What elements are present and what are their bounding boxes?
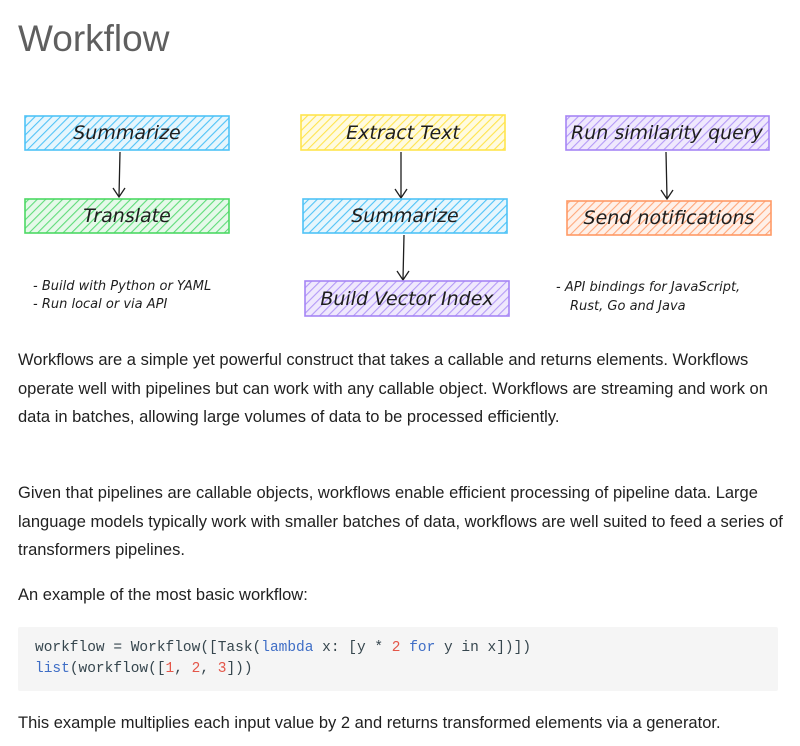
arrow [394,152,408,200]
box-label: Extract Text [346,122,461,144]
box-summarize-1 [24,115,230,151]
box-send-notifications [566,200,772,236]
box-label: Send notifications [584,207,755,229]
box-label: Summarize [351,205,459,227]
box-label: Run similarity query [571,122,764,144]
paragraph-intro: Workflows are a simple yet powerful cons… [18,351,768,426]
note-line: Rust, Go and Java [570,299,686,314]
box-label: Translate [83,205,171,227]
box-summarize-2 [302,198,508,234]
note-line: - API bindings for JavaScript, [556,280,740,295]
workflow-diagram: Summarize Translate - Build with Python … [24,114,772,317]
paragraph-example-explanation: This example multiplies each input value… [18,714,721,732]
box-extract-text [300,114,506,151]
column-2: Extract Text Summarize Build Vector Inde… [300,114,510,317]
page-title: Workflow [18,18,170,59]
box-label: Build Vector Index [320,288,494,310]
box-build-vector-index [304,280,510,317]
code-line-1: workflow = Workflow([Task(lambda x: [y *… [35,640,532,656]
arrow [660,151,674,201]
paragraph-example-lead: An example of the most basic workflow: [18,586,308,604]
column-3: Run similarity query Send notifications … [556,115,772,314]
note-line: - Build with Python or YAML [33,279,211,294]
box-translate [24,198,230,234]
paragraph-pipelines: Given that pipelines are callable object… [18,484,783,559]
code-block: workflow = Workflow([Task(lambda x: [y *… [18,627,778,691]
arrow [112,151,126,199]
note-line: - Run local or via API [33,297,167,312]
column-1: Summarize Translate - Build with Python … [24,115,230,312]
code-line-2: list(workflow([1, 2, 3])) [35,661,253,677]
arrow [396,234,410,282]
box-run-similarity-query [565,115,770,151]
box-label: Summarize [73,122,181,144]
